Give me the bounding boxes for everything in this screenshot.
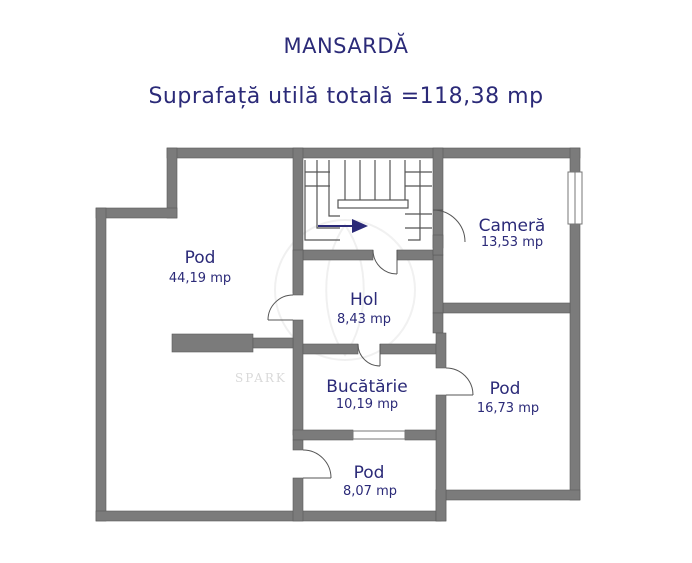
room-hol-name: Hol xyxy=(350,290,378,310)
stair-arrow-icon xyxy=(352,219,368,233)
door-stair xyxy=(372,249,398,275)
room-bucatarie-name: Bucătărie xyxy=(326,377,407,397)
watermark-logo xyxy=(274,219,416,361)
room-pod-small-name: Pod xyxy=(354,463,385,483)
plan-title: MANSARDĂ xyxy=(283,34,409,58)
doors xyxy=(267,209,474,479)
door-kitchen xyxy=(357,343,381,367)
staircase xyxy=(304,160,432,241)
room-hol-area: 8,43 mp xyxy=(337,312,391,327)
door-pod-right xyxy=(445,367,474,396)
door-pod-large xyxy=(267,294,294,321)
door-pod-small xyxy=(302,449,332,479)
room-pod-right-name: Pod xyxy=(490,379,521,399)
window-kitchen xyxy=(352,430,406,440)
plan-subtitle: Suprafață utilă totală =118,38 mp xyxy=(148,84,544,109)
interior-walls xyxy=(171,147,571,522)
room-pod-small-area: 8,07 mp xyxy=(343,484,397,499)
room-pod-large-area: 44,19 mp xyxy=(169,271,231,286)
room-camera-area: 13,53 mp xyxy=(481,235,543,250)
room-pod-right-area: 16,73 mp xyxy=(477,401,539,416)
watermark-text: SPARK xyxy=(235,371,287,385)
room-pod-large-name: Pod xyxy=(185,248,216,268)
room-bucatarie-area: 10,19 mp xyxy=(336,397,398,412)
room-camera-name: Cameră xyxy=(479,216,546,236)
